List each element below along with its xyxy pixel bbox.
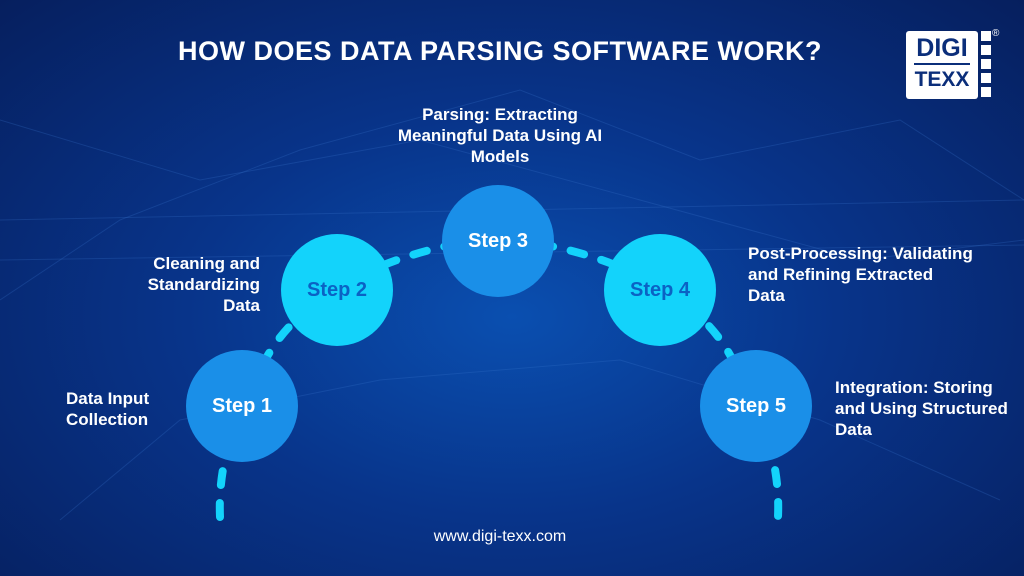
- registered-mark: ®: [992, 28, 1000, 39]
- step-1-description: Data Input Collection: [66, 389, 150, 429]
- page-title: HOW DOES DATA PARSING SOFTWARE WORK?: [178, 36, 822, 66]
- step-3-label: Step 3: [467, 229, 529, 252]
- logo-line2: TEXX: [914, 68, 970, 91]
- step-2-label: Step 2: [306, 278, 368, 301]
- film-strip-icon: [981, 31, 991, 101]
- digitexx-logo: DIGI TEXX: [906, 31, 978, 99]
- step-4-label: Step 4: [629, 278, 691, 301]
- step-3-description: Parsing: Extracting Meaningful Data Usin…: [397, 105, 603, 166]
- step-2-circle: Step 2: [281, 234, 393, 346]
- step-5-description: Integration: Storing and Using Structure…: [835, 378, 1008, 439]
- step-4-circle: Step 4: [604, 234, 716, 346]
- step-5-label: Step 5: [725, 394, 787, 417]
- step-1-label: Step 1: [211, 394, 273, 417]
- step-1-circle: Step 1: [186, 350, 298, 462]
- website-url: www.digi-texx.com: [433, 528, 567, 545]
- step-5-circle: Step 5: [700, 350, 812, 462]
- step-3-circle: Step 3: [442, 185, 554, 297]
- step-4-description: Post-Processing: Validating and Refining…: [748, 244, 973, 305]
- logo-line1: DIGI: [914, 33, 970, 65]
- step-2-description: Cleaning and Standardizing Data: [147, 254, 260, 315]
